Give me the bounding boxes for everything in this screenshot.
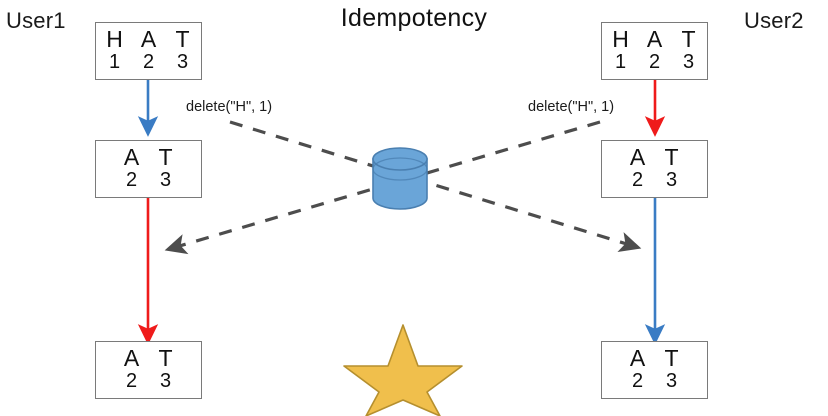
doc-num: 1 xyxy=(614,50,627,73)
document-nums-row: 1 2 3 xyxy=(98,50,200,73)
user2-label: User2 xyxy=(744,8,804,33)
doc-num: 3 xyxy=(159,369,172,392)
doc-char: H xyxy=(612,26,629,53)
operation-label-left: delete("H", 1) xyxy=(186,99,273,115)
document-chars-row: A T xyxy=(115,346,183,370)
doc-num: 3 xyxy=(176,50,189,73)
operation-label-right: delete("H", 1) xyxy=(528,99,615,115)
document-box-left-top: H A T 1 2 3 xyxy=(95,22,202,80)
document-chars-row: H A T xyxy=(98,27,200,51)
doc-char: A xyxy=(140,26,157,53)
doc-num: 3 xyxy=(159,168,172,191)
doc-char: T xyxy=(664,345,679,372)
document-nums-row: 2 3 xyxy=(621,168,689,191)
doc-num: 3 xyxy=(665,369,678,392)
user1-label: User1 xyxy=(6,8,66,33)
doc-char: A xyxy=(629,144,646,171)
page-title: Idempotency xyxy=(340,4,488,32)
doc-num: 2 xyxy=(125,168,138,191)
doc-char: T xyxy=(158,144,173,171)
document-nums-row: 1 2 3 xyxy=(604,50,706,73)
document-box-right-top: H A T 1 2 3 xyxy=(601,22,708,80)
document-chars-row: A T xyxy=(621,346,689,370)
doc-char: A xyxy=(646,26,663,53)
document-chars-row: H A T xyxy=(604,27,706,51)
doc-char: T xyxy=(158,345,173,372)
doc-num: 2 xyxy=(631,369,644,392)
document-nums-row: 2 3 xyxy=(115,369,183,392)
doc-char: T xyxy=(664,144,679,171)
dashed-line-left-to-right xyxy=(229,120,642,253)
doc-num: 1 xyxy=(108,50,121,73)
database-cylinder-icon xyxy=(372,147,428,210)
document-chars-row: A T xyxy=(621,145,689,169)
document-box-right-middle: A T 2 3 xyxy=(601,140,708,198)
doc-char: T xyxy=(175,26,190,53)
document-box-left-middle: A T 2 3 xyxy=(95,140,202,198)
document-nums-row: 2 3 xyxy=(115,168,183,191)
doc-num: 3 xyxy=(682,50,695,73)
document-box-left-bottom: A T 2 3 xyxy=(95,341,202,399)
doc-char: A xyxy=(123,144,140,171)
doc-num: 2 xyxy=(142,50,155,73)
doc-num: 2 xyxy=(125,369,138,392)
doc-num: 3 xyxy=(665,168,678,191)
doc-char: A xyxy=(629,345,646,372)
doc-char: T xyxy=(681,26,696,53)
doc-num: 2 xyxy=(648,50,661,73)
doc-char: H xyxy=(106,26,123,53)
doc-num: 2 xyxy=(631,168,644,191)
document-nums-row: 2 3 xyxy=(621,369,689,392)
star-icon xyxy=(343,324,463,416)
document-chars-row: A T xyxy=(115,145,183,169)
document-box-right-bottom: A T 2 3 xyxy=(601,341,708,399)
doc-char: A xyxy=(123,345,140,372)
